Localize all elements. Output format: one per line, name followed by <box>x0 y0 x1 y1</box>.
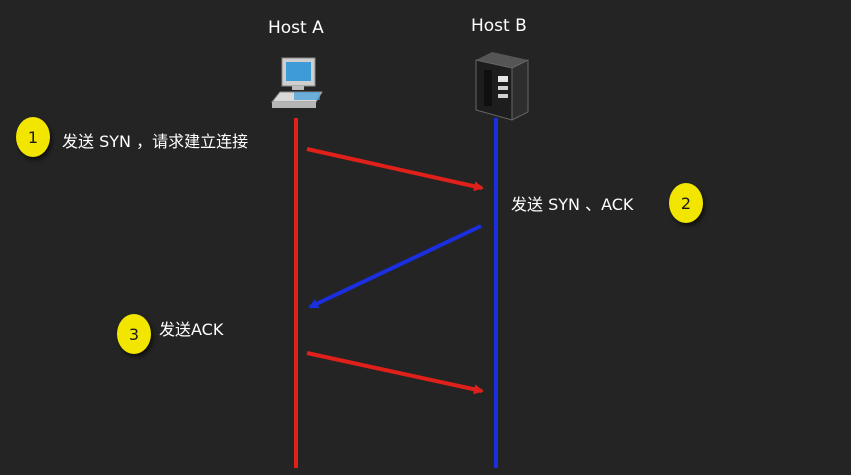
server-tower-icon <box>475 52 529 121</box>
ack-arrow <box>306 351 484 395</box>
step-3-badge: 3 <box>117 314 151 354</box>
desktop-computer-icon <box>270 57 323 108</box>
step-2-badge: 2 <box>669 183 703 223</box>
syn-arrow <box>306 147 484 192</box>
step-1-badge: 1 <box>16 117 50 157</box>
step-1-text: 发送 SYN ，请求建立连接 <box>62 132 249 151</box>
syn-ack-arrow <box>308 224 482 309</box>
host-a-label: Host A <box>268 18 324 38</box>
host-b-label: Host B <box>471 16 527 36</box>
step-3-text: 发送ACK <box>159 320 224 339</box>
step-2-text: 发送 SYN 、ACK <box>511 195 634 214</box>
